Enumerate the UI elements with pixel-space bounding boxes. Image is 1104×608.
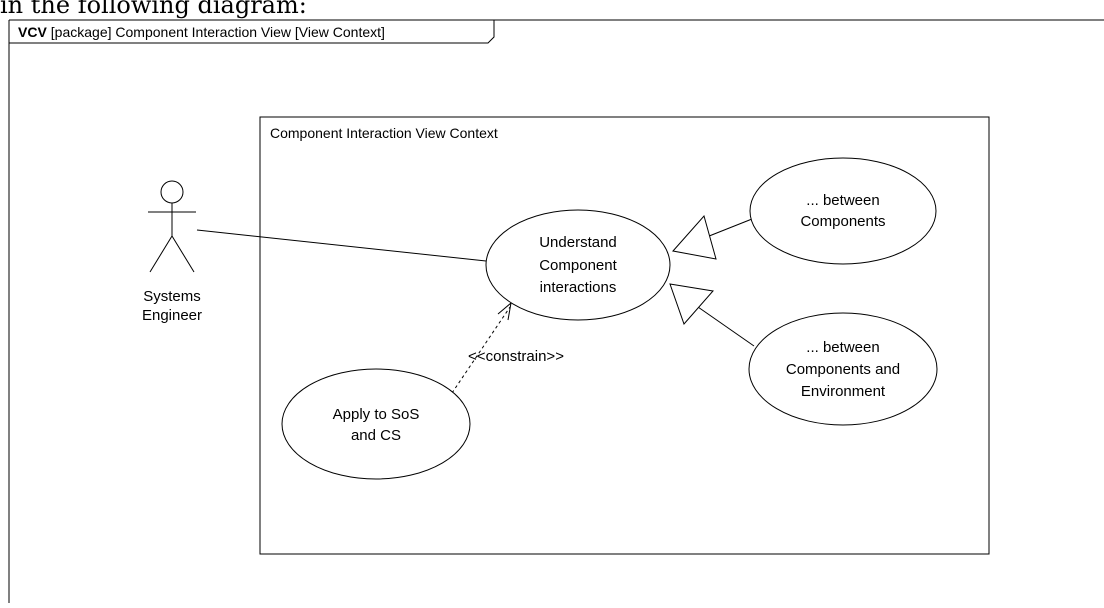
frame-name-tab — [9, 20, 495, 44]
use-case-understand-interactions[interactable]: Understand Component interactions — [485, 209, 671, 321]
actor-right-leg — [171, 235, 195, 273]
boundary-title: Component Interaction View Context — [270, 125, 498, 141]
generalization-line — [697, 306, 755, 347]
use-case-ellipse — [281, 368, 471, 480]
use-case-label-line1: ... between — [806, 192, 879, 209]
use-case-between-components[interactable]: ... between Components — [749, 157, 937, 265]
actor-head — [160, 180, 184, 204]
boundary-box — [259, 116, 990, 555]
generalization-arrowhead — [672, 214, 717, 260]
use-case-label-line2: Components and — [786, 361, 900, 378]
association-line — [196, 229, 487, 262]
use-case-label-line1: Apply to SoS — [333, 406, 420, 423]
use-case-label-line2: Component — [539, 257, 617, 274]
actor-name-line1: Systems — [143, 288, 201, 305]
use-case-label-line1: ... between — [806, 339, 879, 356]
use-case-label-line2: Components — [800, 213, 885, 230]
use-case-label-line3: Environment — [801, 383, 886, 400]
use-case-label-line2: and CS — [351, 427, 401, 444]
system-boundary: Component Interaction View Context — [259, 116, 990, 555]
constrain-label: <<constrain>> — [468, 348, 564, 365]
actor-systems-engineer[interactable]: Systems Engineer — [142, 180, 202, 324]
caption-text: in the following diagram: — [0, 0, 307, 19]
package-frame: VCV[package] Component Interaction View … — [8, 19, 1104, 603]
use-case-ellipse — [748, 312, 938, 426]
use-case-between-environment[interactable]: ... between Components and Environment — [748, 312, 938, 426]
actor-name-line2: Engineer — [142, 307, 202, 324]
use-case-ellipse — [749, 157, 937, 265]
frame-label: [package] Component Interaction View [Vi… — [51, 24, 385, 40]
generalization-components — [672, 214, 753, 260]
use-case-apply-to-sos[interactable]: Apply to SoS and CS — [281, 368, 471, 480]
generalization-arrowhead — [669, 283, 714, 325]
dependency-arrowhead — [497, 301, 512, 321]
frame-title: VCV[package] Component Interaction View … — [18, 24, 385, 40]
use-case-label-line3: interactions — [540, 279, 617, 296]
dependency-line — [451, 306, 511, 394]
use-case-ellipse — [485, 209, 671, 321]
generalization-environment — [669, 283, 755, 347]
use-case-label-line1: Understand — [539, 234, 617, 251]
actor-left-leg — [149, 235, 173, 273]
frame-keyword: VCV — [18, 24, 47, 40]
